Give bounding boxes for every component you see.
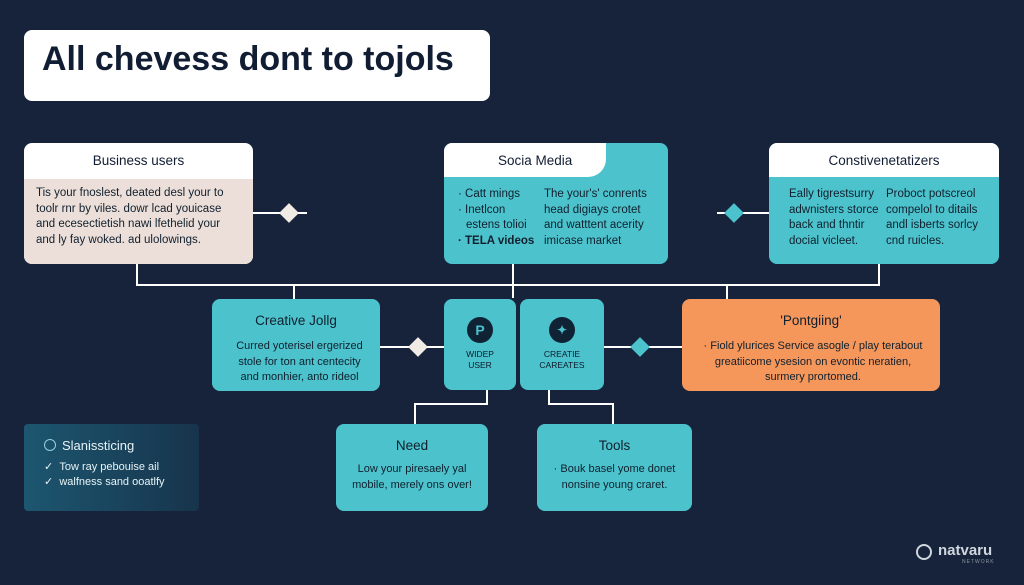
need-text: Low your piresaely yal mobile, merely on… — [340, 462, 484, 493]
text-line: estens tolioi — [466, 219, 527, 231]
checklist-item: ✓ Tow ray pebouise ail — [44, 461, 160, 473]
title-banner — [24, 30, 490, 101]
stats-panel: Slanissticing ✓ Tow ray pebouise ail ✓ w… — [24, 424, 199, 511]
brand-logo-icon — [916, 544, 932, 560]
label-line: CAREATES — [539, 360, 585, 370]
tools-text: · Bouk basel yome donet nonsine young cr… — [541, 462, 688, 493]
business-users-card: Business users Tis your fnoslest, deated… — [24, 143, 253, 264]
wide-user-label: WIDEP USER — [444, 349, 516, 371]
text-line: toolr rnr by viles. dowr lcad youicase — [36, 202, 222, 215]
creative-creates-card: ✦ CREATIE CAREATES — [520, 299, 604, 390]
text-line: surmery prortomed. — [765, 371, 861, 383]
social-media-card: Socia Media · Catt mings · Inetlcon este… — [444, 143, 668, 264]
pontgiing-text: · Fiold ylurices Service asogle / play t… — [690, 339, 936, 386]
constive-col2: Proboct potscreol compelol to ditails an… — [886, 187, 996, 249]
text-line: · Bouk basel yome donet — [553, 463, 676, 475]
text-line: nonsine young craret. — [561, 478, 668, 491]
label-line: USER — [468, 360, 492, 370]
stats-heading: Slanissticing — [62, 438, 135, 453]
business-users-heading: Business users — [92, 153, 185, 168]
social-media-heading: Socia Media — [498, 153, 573, 168]
text-line: docial vicleet. — [789, 234, 859, 247]
wide-user-card: P WIDEP USER — [444, 299, 516, 390]
need-heading: Need — [395, 438, 429, 453]
text-line: greatiicome ysesion on evontic neratien, — [714, 355, 912, 368]
creative-card: Creative Jollg Curred yoterisel ergerize… — [212, 299, 380, 391]
connector-diamond — [724, 203, 744, 223]
check-icon: ✓ — [44, 476, 54, 488]
business-users-body: Tis your fnoslest, deated desl your to t… — [24, 179, 253, 264]
text-line: stole for ton ant centecity — [238, 355, 361, 368]
text-line: · Inetlcon — [458, 203, 506, 216]
text-line: and ecesectietish nawi lfethelid your — [36, 218, 221, 230]
connector-line — [548, 390, 550, 404]
connector-line — [878, 264, 880, 286]
constive-col1: Eally tigrestsurry adwnisters storce bac… — [789, 187, 893, 249]
text-line: andl isberts sorlcy — [886, 219, 979, 231]
connector-line — [548, 403, 614, 405]
business-users-text: Tis your fnoslest, deated desl your to t… — [36, 186, 248, 248]
text-line: adwnisters storce — [789, 203, 879, 216]
text-line: head digiays crotet — [544, 203, 641, 216]
connector-line — [512, 264, 514, 298]
constive-heading-bar — [769, 143, 999, 177]
tools-card: Tools · Bouk basel yome donet nonsine yo… — [537, 424, 692, 511]
need-card: Need Low your piresaely yal mobile, mere… — [336, 424, 488, 511]
text-line: and ly fay woked. ad ulolowings. — [36, 233, 201, 246]
text-line: cnd ruicles. — [886, 234, 945, 247]
text-line: · Fiold ylurices Service asogle / play t… — [703, 340, 923, 352]
brand-logo-text: natvaru — [938, 542, 993, 559]
text-line: Proboct potscreol — [886, 188, 976, 200]
connector-diamond — [279, 203, 299, 223]
social-media-col1: · Catt mings · Inetlcon estens tolioi · … — [458, 187, 548, 249]
pontgiing-heading: 'Pontgiing' — [780, 313, 842, 328]
label-line: WIDEP — [466, 349, 494, 359]
constive-card: Constivenetatizers Eally tigrestsurry ad… — [769, 143, 999, 264]
connector-diamond — [408, 337, 428, 357]
brand-logo-subtext: NETWORK — [962, 559, 995, 565]
checklist-item: ✓ walfness sand ooatlfy — [44, 476, 165, 488]
pinterest-icon: P — [467, 317, 493, 343]
globe-icon — [44, 439, 56, 451]
text-line: imicase market — [544, 234, 622, 247]
text-line: Curred yoterisel ergerized — [236, 340, 363, 352]
text-line: Eally tigrestsurry — [789, 188, 874, 200]
text-line: compelol to ditails — [886, 203, 978, 216]
twitter-bird-icon: ✦ — [549, 317, 575, 343]
creative-creates-label: CREATIE CAREATES — [520, 349, 604, 371]
creative-heading: Creative Jollg — [255, 313, 337, 328]
text-line: The your's' conrents — [544, 188, 647, 200]
creative-text: Curred yoterisel ergerized stole for ton… — [222, 339, 377, 386]
text-line: · TELA videos — [458, 234, 535, 247]
pontgiing-card: 'Pontgiing' · Fiold ylurices Service aso… — [682, 299, 940, 391]
social-media-col2: The your's' conrents head digiays crotet… — [544, 187, 664, 249]
constive-heading: Constivenetatizers — [828, 153, 940, 168]
page-title: All chevess dont to tojols — [42, 40, 454, 78]
check-icon: ✓ — [44, 461, 54, 473]
connector-line — [414, 403, 488, 405]
text-line: Tis your fnoslest, deated desl your to — [36, 187, 224, 199]
connector-line — [293, 284, 295, 300]
text-line: and monhier, anto rideol — [240, 371, 359, 383]
text-line: Low your piresaely yal — [357, 463, 467, 475]
tools-heading: Tools — [598, 438, 631, 453]
text-line: back and thntir — [789, 219, 865, 231]
text-line: and watttent acerity — [544, 219, 644, 231]
connector-line — [136, 264, 138, 286]
connector-diamond — [630, 337, 650, 357]
text-line: mobile, merely ons over! — [352, 478, 472, 491]
stats-list: ✓ Tow ray pebouise ail ✓ walfness sand o… — [44, 460, 165, 490]
social-media-heading-tab — [444, 143, 606, 177]
connector-line — [136, 284, 879, 286]
connector-line — [612, 403, 614, 425]
connector-line — [486, 390, 488, 404]
label-line: CREATIE — [543, 349, 581, 359]
text-line: · Catt mings — [458, 188, 520, 200]
connector-line — [414, 403, 416, 425]
connector-line — [726, 284, 728, 300]
